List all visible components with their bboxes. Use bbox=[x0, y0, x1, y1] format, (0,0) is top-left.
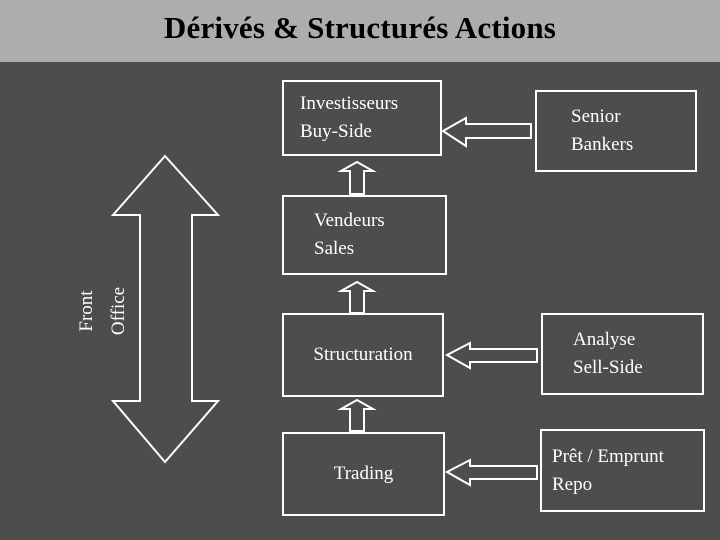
box-senior-bankers-line2: Bankers bbox=[571, 134, 634, 155]
box-analyse-line1: Analyse bbox=[573, 329, 636, 350]
side-label-office-text: Office bbox=[108, 286, 129, 336]
box-pret-emprunt-repo[interactable]: Prêt / Emprunt Repo bbox=[540, 429, 705, 512]
side-label-front-text: Front bbox=[76, 290, 97, 332]
up-arrow-trading-to-structuration bbox=[337, 398, 377, 432]
left-arrow-repo-to-trading bbox=[444, 458, 538, 487]
box-senior-bankers[interactable]: Senior Bankers bbox=[535, 90, 697, 172]
box-investisseurs-buy-side[interactable]: Investisseurs Buy-Side bbox=[282, 80, 442, 156]
box-senior-bankers-line1: Senior bbox=[571, 106, 621, 127]
box-structuration[interactable]: Structuration bbox=[282, 313, 444, 397]
box-repo-line2: Repo bbox=[552, 473, 593, 495]
box-vendeurs-line2: Sales bbox=[314, 238, 355, 259]
box-repo-line1: Prêt / Emprunt bbox=[552, 445, 664, 467]
page-title: Dérivés & Structurés Actions bbox=[163, 10, 557, 45]
up-arrow-structuration-to-vendeurs bbox=[337, 280, 377, 314]
box-analyse-sell-side[interactable]: Analyse Sell-Side bbox=[541, 313, 704, 395]
box-analyse-line2: Sell-Side bbox=[573, 357, 643, 378]
box-trading[interactable]: Trading bbox=[282, 432, 445, 516]
box-investisseurs-line1: Investisseurs bbox=[300, 93, 399, 114]
box-vendeurs-line1: Vendeurs bbox=[314, 210, 385, 231]
box-vendeurs-sales[interactable]: Vendeurs Sales bbox=[282, 195, 447, 275]
box-investisseurs-line2: Buy-Side bbox=[300, 121, 372, 142]
up-arrow-vendeurs-to-investisseurs bbox=[337, 160, 377, 195]
title-band bbox=[0, 0, 720, 62]
left-arrow-senior-bankers-to-investisseurs bbox=[441, 116, 532, 148]
left-arrow-analyse-to-structuration bbox=[444, 341, 538, 370]
box-trading-line1: Trading bbox=[333, 463, 394, 484]
side-label-front: Front bbox=[76, 276, 98, 346]
box-structuration-line1: Structuration bbox=[313, 344, 413, 365]
side-label-office: Office bbox=[108, 276, 130, 346]
